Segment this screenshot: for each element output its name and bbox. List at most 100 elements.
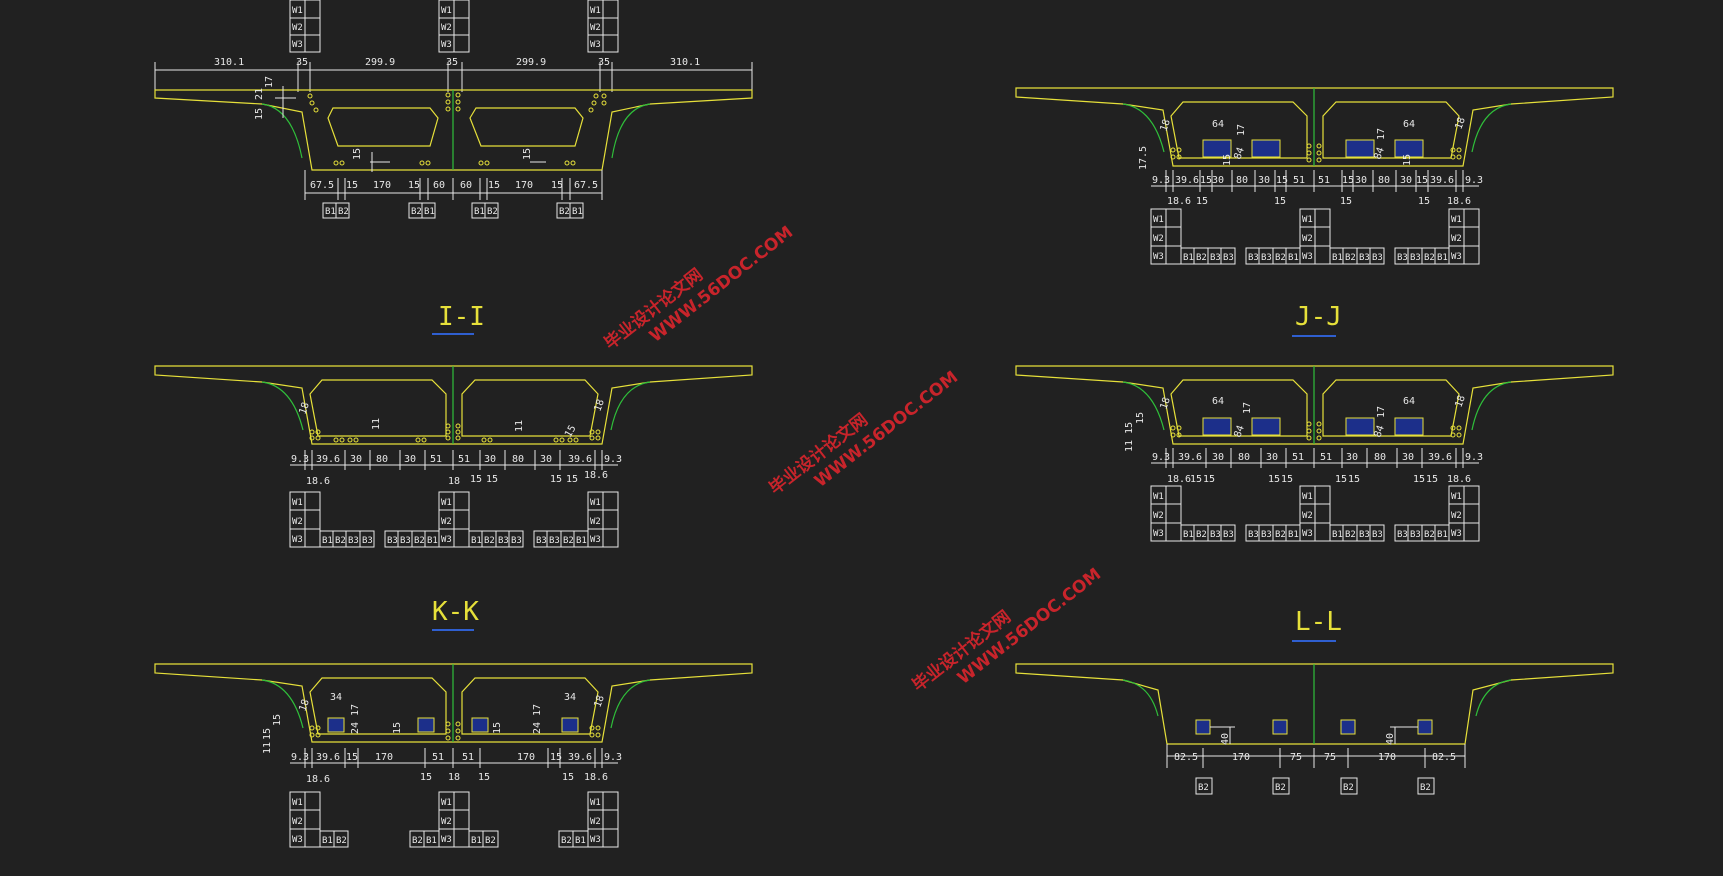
dim-label: 15 [392, 722, 403, 734]
dim-label: 15 [408, 180, 420, 191]
bar-label: B1 [1332, 530, 1343, 540]
dim-label: 170 [1232, 752, 1250, 763]
dim-label: 15 [1276, 175, 1288, 186]
dim-label: 30 [1402, 452, 1414, 463]
dim-label: 15 [420, 772, 432, 783]
bar-label: B3 [362, 536, 373, 546]
dim-label: 64 [1403, 119, 1415, 130]
bar-label: B1 [1288, 253, 1299, 263]
dim-label: 24 [350, 722, 361, 734]
w-label: W3 [441, 835, 452, 845]
dim-label: 30 [484, 454, 496, 465]
dim-label: 15 [566, 474, 578, 485]
dim-label: 30 [1212, 452, 1224, 463]
w-label: W3 [1153, 252, 1164, 262]
w-label: W1 [441, 798, 452, 808]
dim-label: 18 [1453, 116, 1467, 131]
dim-label: 82.5 [1174, 752, 1198, 763]
dim-label: 51 [432, 752, 444, 763]
w-label: W3 [441, 40, 452, 50]
w-label: W1 [441, 498, 452, 508]
bar-label: B1 [474, 207, 485, 217]
w-label: W3 [441, 535, 452, 545]
dim-label: 35 [296, 57, 308, 68]
dim-label: 39.6 [568, 454, 592, 465]
w-label: W3 [1302, 529, 1313, 539]
bar-label: B1 [575, 836, 586, 846]
bar-label: B2 [411, 207, 422, 217]
bar-label: B3 [1359, 530, 1370, 540]
bar-label: B2 [485, 836, 496, 846]
dim-label: 18.6 [584, 470, 608, 481]
girder-outline [1015, 87, 1614, 167]
dim-label: 60 [460, 180, 472, 191]
dim-label: 51 [430, 454, 442, 465]
w-label: W1 [590, 6, 601, 16]
dim-label: 80 [1374, 452, 1386, 463]
bar-label: B2 [1275, 253, 1286, 263]
bar-label: B1 [426, 836, 437, 846]
bar-label: B1 [322, 836, 333, 846]
dim-label: 15 [1342, 175, 1354, 186]
bar-label: B2 [412, 836, 423, 846]
dim-label: 18.6 [584, 772, 608, 783]
dim-label: 39.6 [316, 752, 340, 763]
bar-label: B3 [498, 536, 509, 546]
bar-label: B3 [511, 536, 522, 546]
dim-label: 15 [1200, 175, 1212, 186]
dim-label: 18 [297, 401, 311, 416]
bar-label: B2 [1420, 783, 1431, 793]
dim-label: 15 [1281, 474, 1293, 485]
dim-label: 299.9 [365, 57, 395, 68]
dim-label: 17.5 [1138, 146, 1149, 170]
dim-label: 9.3 [604, 454, 622, 465]
dim-label: 15 [550, 474, 562, 485]
bar-label: B1 [1332, 253, 1343, 263]
bar-label: B1 [1437, 530, 1448, 540]
bar-label: B3 [1223, 253, 1234, 263]
dim-label: 75 [1324, 752, 1336, 763]
dim-label: 11 [371, 418, 382, 430]
dim-label: 18.6 [1167, 474, 1191, 485]
dim-label: 60 [433, 180, 445, 191]
w-label: W2 [1451, 511, 1462, 521]
dim-label: 64 [1212, 119, 1224, 130]
bar-label: B1 [322, 536, 333, 546]
bar-label: B3 [1410, 253, 1421, 263]
dim-label: 170 [515, 180, 533, 191]
dim-label: 15 [1402, 154, 1413, 166]
dim-label: 18 [1158, 396, 1172, 411]
dim-label: 15 [1135, 412, 1146, 424]
dim-label: 67.5 [574, 180, 598, 191]
dim-label: 30 [1258, 175, 1270, 186]
bar-label: B3 [1397, 530, 1408, 540]
bar-label: B3 [1248, 253, 1259, 263]
w-label: W1 [1302, 215, 1313, 225]
dim-label: 170 [1378, 752, 1396, 763]
dim-label: 15 [1196, 196, 1208, 207]
bar-label: B2 [561, 836, 572, 846]
dim-label: 34 [564, 692, 576, 703]
dim-label: 84 [1372, 424, 1386, 439]
bar-label: B3 [1248, 530, 1259, 540]
bar-label: B3 [400, 536, 411, 546]
bar-label: B2 [338, 207, 349, 217]
dim-label: 80 [1378, 175, 1390, 186]
dim-label: 18.6 [1167, 196, 1191, 207]
bar-label: B2 [336, 836, 347, 846]
dim-label: 30 [1400, 175, 1412, 186]
w-label: W1 [441, 6, 452, 16]
dim-label: 9.3 [1152, 452, 1170, 463]
dim-label: 15 [346, 752, 358, 763]
dim-label: 170 [373, 180, 391, 191]
bar-label: B3 [1372, 530, 1383, 540]
girder-outline [154, 663, 753, 743]
dim-label: 15 [470, 474, 482, 485]
bar-label: B2 [1196, 530, 1207, 540]
dim-label: 18 [448, 476, 460, 487]
bar-label: B3 [549, 536, 560, 546]
dim-label: 51 [462, 752, 474, 763]
dim-label: 15 [1222, 154, 1233, 166]
dim-label: 34 [330, 692, 342, 703]
